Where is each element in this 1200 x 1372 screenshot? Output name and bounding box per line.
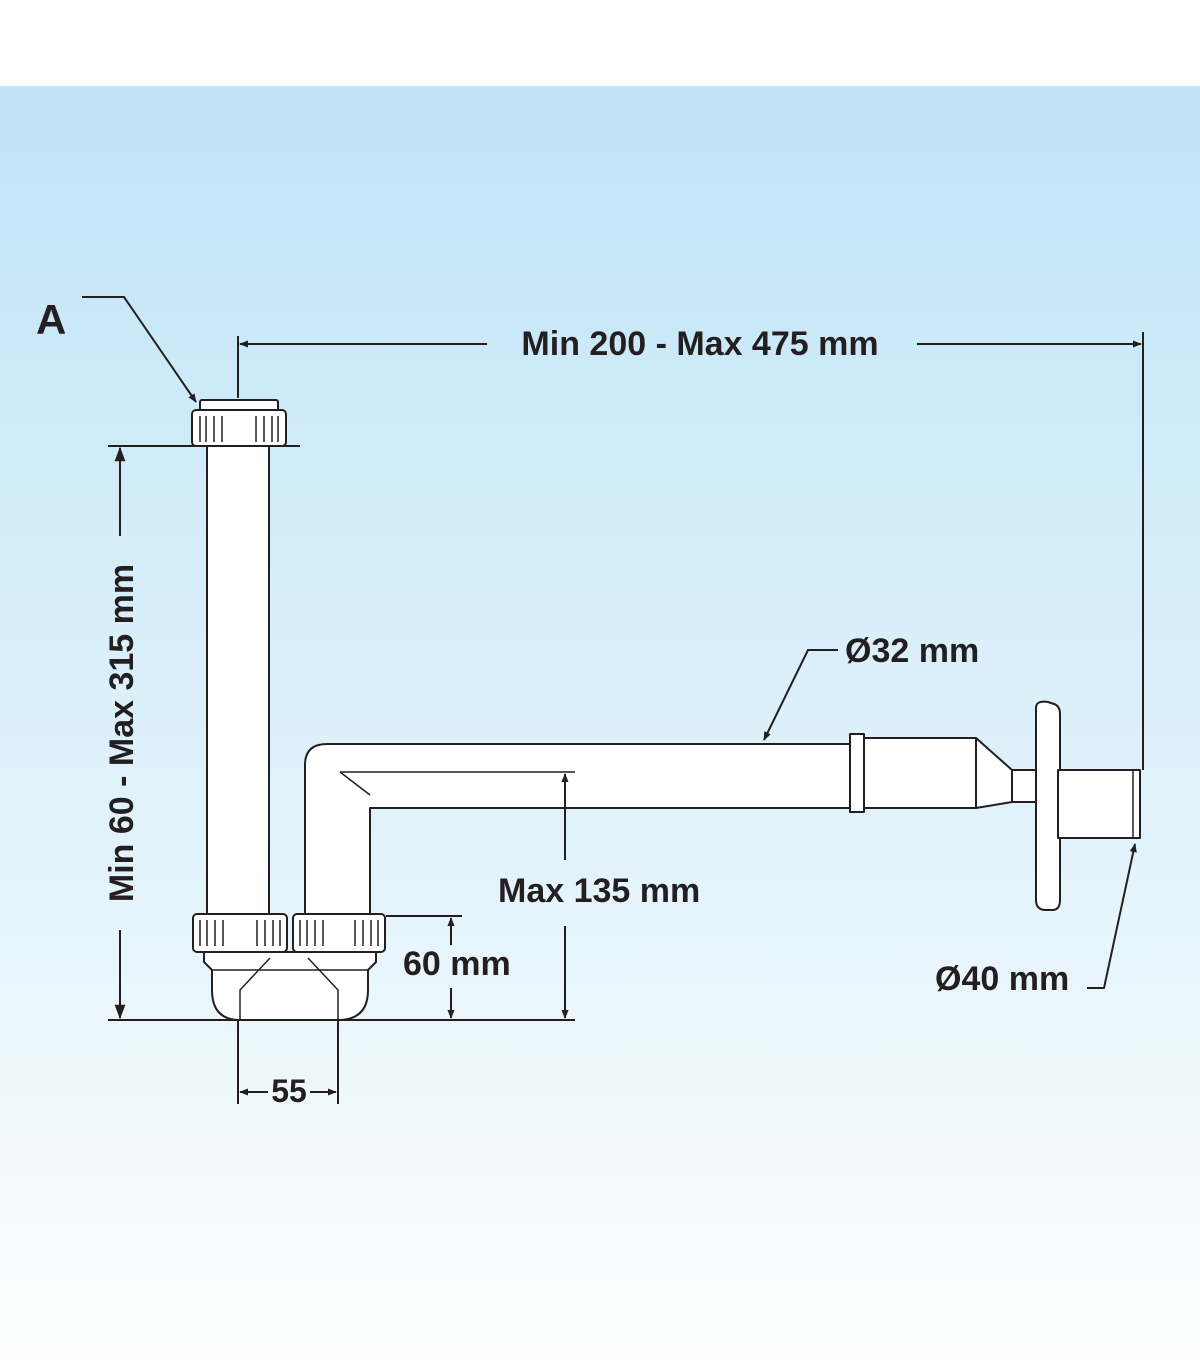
- cup-height-dimension: [386, 915, 462, 1019]
- horizontal-outlet-pipe: [304, 743, 853, 919]
- cup-height-label: 60 mm: [403, 945, 511, 983]
- pipe-diameter-label: Ø32 mm: [845, 632, 979, 670]
- trap-width-label: 55: [271, 1073, 307, 1109]
- trap-cup: [203, 951, 377, 1021]
- trap-width-dimension: [237, 1020, 339, 1104]
- top-nut: [191, 399, 287, 447]
- pipe-coupling: [849, 733, 1037, 813]
- vertical-tail-pipe: [206, 445, 270, 917]
- height-dimension: [108, 445, 575, 1021]
- bottom-left-nut: [192, 913, 288, 953]
- bottom-right-nut: [292, 913, 386, 953]
- wall-flange: [1035, 700, 1141, 911]
- background-panel: [0, 86, 1200, 1372]
- trap-height-label: Max 135 mm: [498, 872, 700, 910]
- height-label: Min 60 - Max 315 mm: [103, 564, 141, 902]
- label-a: A: [36, 296, 66, 343]
- leader-pipe-diameter: [763, 649, 838, 741]
- leader-a: [82, 296, 197, 403]
- width-dimension: [237, 332, 1144, 770]
- leader-outlet-diameter: [1087, 843, 1137, 989]
- outlet-diameter-label: Ø40 mm: [935, 960, 1069, 998]
- width-label: Min 200 - Max 475 mm: [521, 325, 878, 363]
